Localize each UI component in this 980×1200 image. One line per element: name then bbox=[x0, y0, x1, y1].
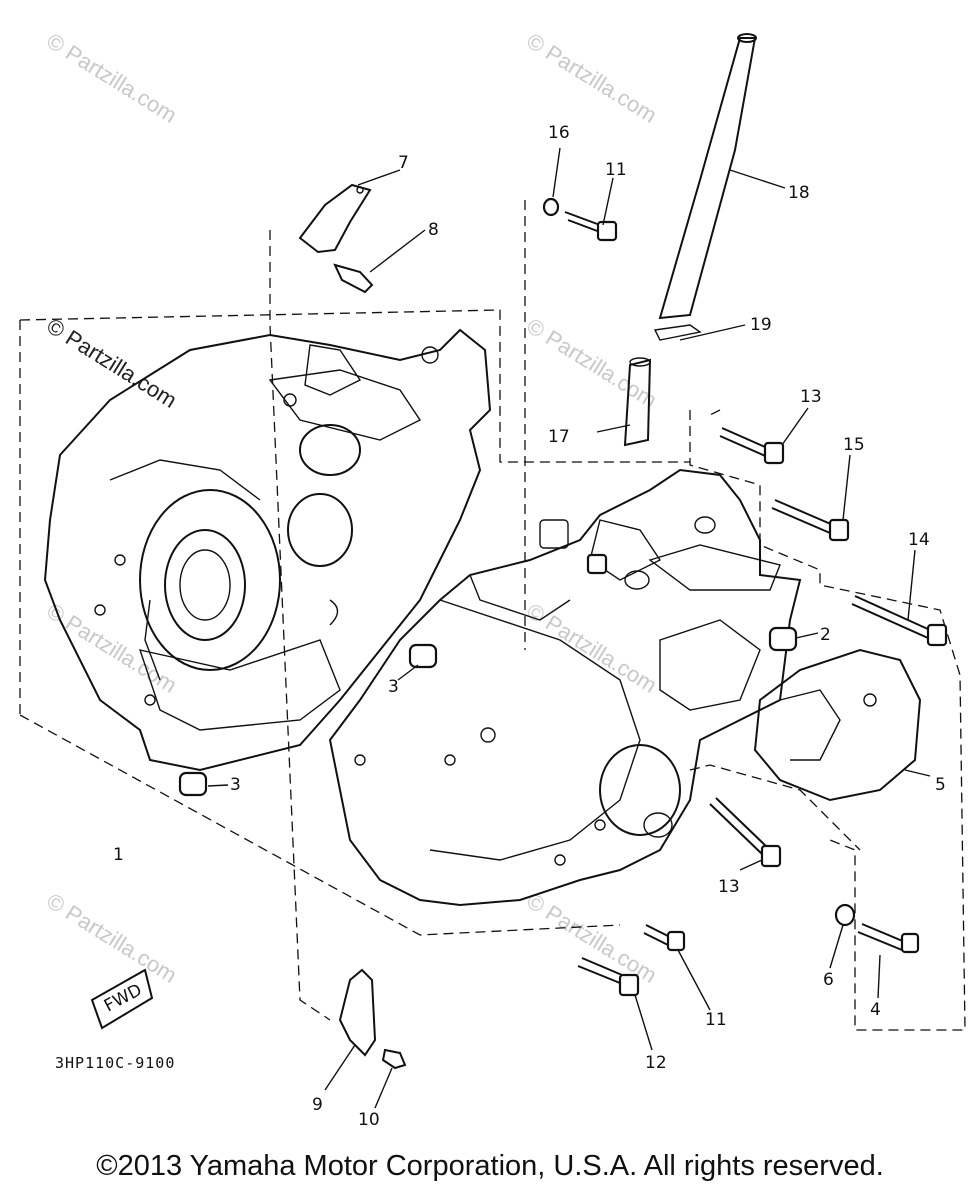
plate-9 bbox=[338, 968, 407, 1070]
callout-numbers: 1 2 3 3 3 4 5 6 7 8 9 10 11 11 12 13 13 … bbox=[113, 123, 946, 1130]
callout-15: 15 bbox=[843, 435, 865, 455]
breather-tube-18 bbox=[623, 33, 757, 447]
callout-17: 17 bbox=[548, 427, 570, 447]
callout-16: 16 bbox=[548, 123, 570, 143]
assembly-dashed-lines bbox=[19, 200, 966, 1031]
callout-4: 4 bbox=[870, 1000, 881, 1020]
fwd-label: FWD bbox=[101, 980, 145, 1016]
callout-19: 19 bbox=[750, 315, 772, 335]
callout-7: 7 bbox=[398, 153, 409, 173]
callout-10: 10 bbox=[358, 1110, 380, 1130]
leader-lines bbox=[207, 147, 931, 1109]
callout-12: 12 bbox=[645, 1053, 667, 1073]
watermark: © Partzilla.com bbox=[42, 598, 181, 698]
callout-18: 18 bbox=[788, 183, 810, 203]
callout-3: 3 bbox=[230, 775, 241, 795]
watermark: © Partzilla.com bbox=[42, 888, 181, 988]
fwd-indicator: FWD bbox=[90, 968, 154, 1030]
side-cover-5 bbox=[753, 648, 922, 802]
callout-3: 3 bbox=[388, 677, 399, 697]
bolts bbox=[542, 197, 948, 997]
part-code: 3HP110C-9100 bbox=[55, 1054, 175, 1072]
right-crankcase bbox=[328, 468, 802, 907]
watermark: © Partzilla.com bbox=[522, 28, 661, 128]
dowels bbox=[178, 626, 798, 797]
callout-13: 13 bbox=[718, 877, 740, 897]
copyright-notice: ©2013 Yamaha Motor Corporation, U.S.A. A… bbox=[96, 1150, 884, 1182]
callout-9: 9 bbox=[312, 1095, 323, 1115]
watermark: © Partzilla.com bbox=[522, 888, 661, 988]
callout-14: 14 bbox=[908, 530, 930, 550]
callout-5: 5 bbox=[935, 775, 946, 795]
left-crankcase bbox=[43, 328, 492, 772]
callout-11: 11 bbox=[705, 1010, 727, 1030]
watermark: © Partzilla.com bbox=[42, 28, 181, 128]
callout-6: 6 bbox=[823, 970, 834, 990]
callout-13: 13 bbox=[800, 387, 822, 407]
watermark: © Partzilla.com bbox=[522, 598, 661, 698]
callout-1: 1 bbox=[113, 845, 124, 865]
callout-11: 11 bbox=[605, 160, 627, 180]
callout-8: 8 bbox=[428, 220, 439, 240]
callout-2: 2 bbox=[820, 625, 831, 645]
plate-7 bbox=[298, 183, 374, 294]
